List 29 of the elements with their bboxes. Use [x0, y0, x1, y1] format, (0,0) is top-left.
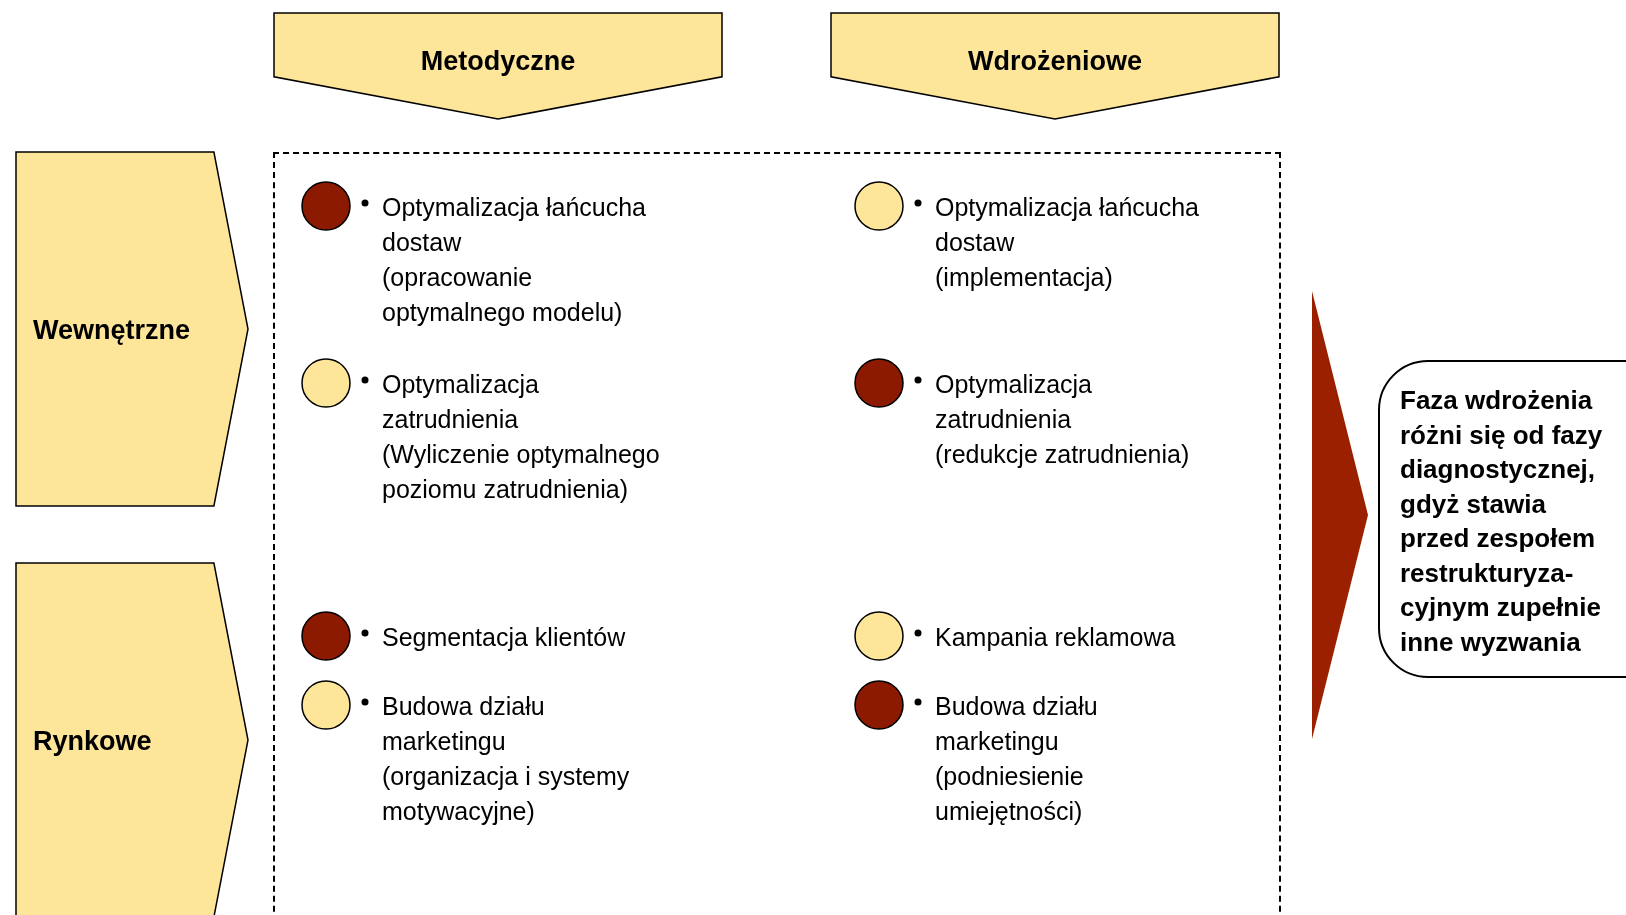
status-circle-icon: [301, 181, 351, 231]
status-circle-icon: [854, 358, 904, 408]
item-text: Optymalizacja łańcucha dostaw: [935, 192, 1200, 258]
note-text: Faza wdrożenia różni się od fazy diagnostycznej, gdyż stawia przed zespołem restrukturyza-cyjnym zupełnie inne wyzwania: [1400, 384, 1604, 659]
item-text: Optymalizacja zatrudnienia: [935, 369, 1093, 435]
item-text: (opracowanie optymalnego modelu): [382, 262, 624, 328]
item-text: Budowa działu marketingu: [382, 691, 546, 757]
status-circle-icon: [854, 181, 904, 231]
item-text: (podniesienie umiejętności): [935, 761, 1085, 827]
item-text: Segmentacja klientów: [382, 622, 627, 653]
status-circle-icon: [854, 680, 904, 730]
item-text: Optymalizacja zatrudnienia: [382, 369, 540, 435]
item-text: (organizacja i systemy motywacyjne): [382, 761, 631, 827]
status-circle-icon: [301, 358, 351, 408]
item-text: Kampania reklamowa: [935, 622, 1177, 653]
status-circle-icon: [301, 611, 351, 661]
note-box: [1378, 360, 1626, 678]
item-text: (redukcje zatrudnienia): [935, 439, 1191, 470]
item-text: (Wyliczenie optymalnego poziomu zatrudnienia): [382, 439, 661, 505]
banner-label: Metodyczne: [419, 45, 577, 77]
item-text: Optymalizacja łańcucha dostaw: [382, 192, 647, 258]
arrow: [1312, 291, 1368, 739]
banner-label: Wewnętrzne: [33, 314, 191, 346]
banner-label: Wdrożeniowe: [967, 45, 1143, 77]
item-text: Budowa działu marketingu: [935, 691, 1099, 757]
status-circle-icon: [301, 680, 351, 730]
item-text: (implementacja): [935, 262, 1114, 293]
banner-label: Rynkowe: [33, 725, 152, 757]
status-circle-icon: [854, 611, 904, 661]
